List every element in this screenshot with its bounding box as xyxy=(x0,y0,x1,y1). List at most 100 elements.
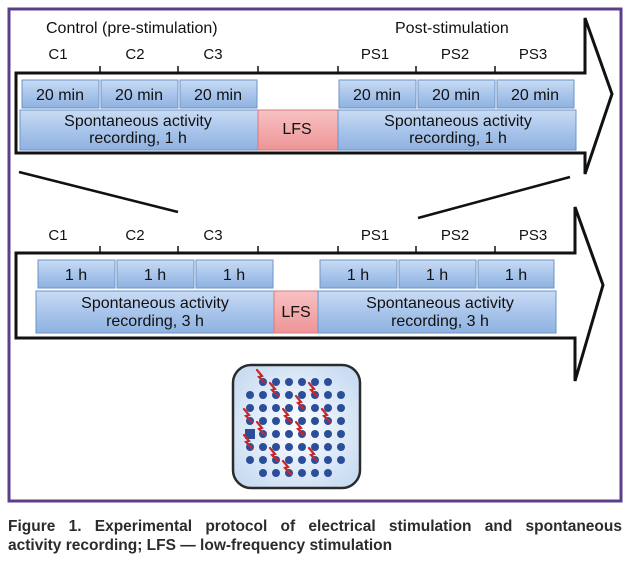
stimulation-marker xyxy=(255,368,267,385)
electrode xyxy=(246,456,254,464)
electrode xyxy=(337,391,345,399)
reference-electrode xyxy=(245,429,255,439)
electrode xyxy=(311,469,319,477)
electrode xyxy=(324,378,332,386)
stimulation-marker xyxy=(255,420,267,437)
segment-label-c3: 1 h xyxy=(223,267,245,284)
lfs-label: LFS xyxy=(282,121,311,138)
recording-block-post xyxy=(337,109,577,151)
segment-label-ps1: 20 min xyxy=(353,87,401,104)
tick-label-ps1: PS1 xyxy=(361,227,389,244)
bottom-panel: C1 C2 C3 PS1 PS2 PS3 1 h 1 h 1 h 1 h 1 h xyxy=(14,206,605,382)
segment-ps1 xyxy=(319,259,398,289)
recording-label-control-2: recording, 1 h xyxy=(89,130,187,147)
electrode xyxy=(272,430,280,438)
electrode xyxy=(259,417,267,425)
control-group-label: Control (pre-stimulation) xyxy=(46,20,218,37)
segment-c3 xyxy=(195,259,274,289)
segment-ps2 xyxy=(417,79,496,109)
segment-c2 xyxy=(116,259,195,289)
stimulation-marker xyxy=(268,446,280,463)
recording-label-post-2: recording, 1 h xyxy=(409,130,507,147)
stimulation-marker xyxy=(307,381,319,398)
tick-label-c3: C3 xyxy=(203,46,222,63)
electrode xyxy=(324,469,332,477)
electrode xyxy=(259,469,267,477)
segment-label-c2: 20 min xyxy=(115,87,163,104)
stimulation-marker xyxy=(320,407,332,424)
stimulation-marker xyxy=(281,407,293,424)
post-stimulation-group-label: Post-stimulation xyxy=(395,20,509,37)
mea-chip xyxy=(231,363,362,490)
electrode xyxy=(285,404,293,412)
segment-label-c2: 1 h xyxy=(144,267,166,284)
electrode xyxy=(337,404,345,412)
recording-block-post xyxy=(317,290,557,334)
electrode xyxy=(272,443,280,451)
tick-label-c1: C1 xyxy=(48,227,67,244)
electrode xyxy=(246,391,254,399)
electrode xyxy=(337,417,345,425)
recording-label-post-1: Spontaneous activity xyxy=(366,295,514,312)
electrode xyxy=(285,443,293,451)
tick-label-ps3: PS3 xyxy=(519,46,547,63)
lfs-label: LFS xyxy=(281,304,310,321)
tick-label-c2: C2 xyxy=(125,227,144,244)
tick-label-c2: C2 xyxy=(125,46,144,63)
electrode xyxy=(259,391,267,399)
electrode xyxy=(324,443,332,451)
electrode xyxy=(337,456,345,464)
tick-label-ps3: PS3 xyxy=(519,227,547,244)
figure-caption: Figure 1. Experimental protocol of elect… xyxy=(8,517,622,555)
timeline-ticks xyxy=(99,246,496,253)
stimulation-marker xyxy=(307,446,319,463)
stimulation-marker xyxy=(294,394,306,411)
top-panel: Control (pre-stimulation) Post-stimulati… xyxy=(14,17,614,175)
segment-label-c3: 20 min xyxy=(194,87,242,104)
segment-label-c1: 20 min xyxy=(36,87,84,104)
stimulation-markers xyxy=(242,368,332,476)
electrode xyxy=(311,430,319,438)
electrode xyxy=(298,456,306,464)
segment-label-ps2: 20 min xyxy=(432,87,480,104)
segment-c3 xyxy=(179,79,258,109)
electrode xyxy=(285,391,293,399)
electrode xyxy=(324,430,332,438)
caption-line-1: Figure 1. Experimental protocol of elect… xyxy=(8,518,622,535)
segment-ps3 xyxy=(477,259,555,289)
tick-label-ps1: PS1 xyxy=(361,46,389,63)
segment-label-ps3: 20 min xyxy=(511,87,559,104)
recording-label-post-1: Spontaneous activity xyxy=(384,113,532,130)
electrode xyxy=(324,391,332,399)
electrode xyxy=(259,456,267,464)
segment-c2 xyxy=(100,79,179,109)
segment-ps2 xyxy=(398,259,477,289)
timeline-ticks xyxy=(99,66,496,73)
electrode xyxy=(298,443,306,451)
segment-label-ps3: 1 h xyxy=(505,267,527,284)
electrode xyxy=(311,443,319,451)
electrode xyxy=(324,404,332,412)
stimulation-marker xyxy=(281,459,293,476)
segment-ps1 xyxy=(338,79,417,109)
electrode xyxy=(285,430,293,438)
caption-line-2: activity recording; LFS — low-frequency … xyxy=(8,537,393,554)
segment-ps3 xyxy=(496,79,575,109)
zoom-line-right xyxy=(417,175,571,220)
electrode xyxy=(272,378,280,386)
segment-label-ps2: 1 h xyxy=(426,267,448,284)
tick-label-ps2: PS2 xyxy=(441,227,469,244)
recording-label-control-1: Spontaneous activity xyxy=(64,113,212,130)
stimulation-marker xyxy=(268,381,280,398)
electrode xyxy=(324,456,332,464)
electrode xyxy=(259,443,267,451)
electrode xyxy=(337,430,345,438)
segment-c1 xyxy=(37,259,116,289)
segment-label-ps1: 1 h xyxy=(347,267,369,284)
electrode xyxy=(311,417,319,425)
electrode xyxy=(272,417,280,425)
segment-c1 xyxy=(21,79,100,109)
electrode xyxy=(337,443,345,451)
recording-label-control-2: recording, 3 h xyxy=(106,313,204,330)
zoom-line-left xyxy=(18,170,179,214)
